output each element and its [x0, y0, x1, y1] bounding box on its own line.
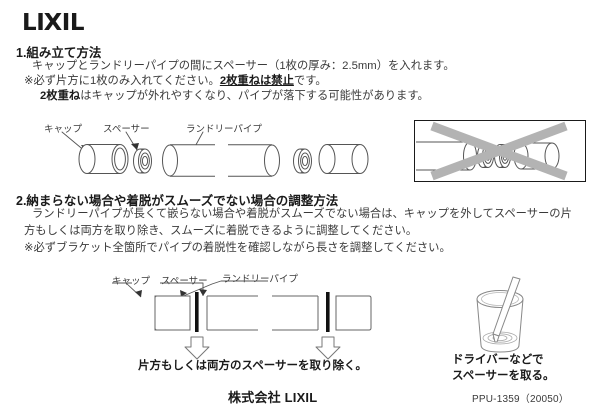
down-arrow-left-icon — [184, 336, 210, 360]
spacer-right-side-drawing — [326, 292, 330, 332]
section-1-heading: 1.組み立て方法 — [16, 46, 102, 60]
pipe-side-drawing — [206, 295, 319, 331]
lixil-logo-x: X — [43, 10, 63, 36]
cap-cup-drawing — [476, 290, 524, 353]
section-1-line-3-post: はキャップが外れやすくなり、パイプが落下する可能性があります。 — [80, 90, 429, 102]
section-1-line-2: ※必ず片方に1枚のみ入れてください。2枚重ねは禁止です。 — [24, 74, 327, 88]
section-1-line-3: 2枚重ねはキャップが外れやすくなり、パイプが落下する可能性があります。 — [40, 89, 429, 103]
leader-arrowheads-top — [81, 143, 198, 152]
footer-company-name: 株式会社 LIXIL — [228, 390, 318, 405]
cap-right-side-drawing — [335, 295, 372, 331]
section-1-prohibition-emphasis: 2枚重ねは禁止 — [219, 75, 294, 87]
label-spacer-top: スペーサー — [103, 124, 150, 135]
spacer-inside-cap-drawing — [482, 331, 518, 345]
spacer-right-drawing — [293, 148, 312, 174]
laundry-pipe-drawing — [162, 144, 280, 177]
lixil-logo: LIXIL — [22, 10, 85, 36]
leader-pipe-top — [191, 131, 204, 153]
footer-document-code: PPU-1359（20050） — [472, 394, 569, 405]
spacer-left-side-drawing — [195, 292, 199, 332]
spacer-left-drawing — [133, 148, 152, 174]
label-spacer-bottom: スペーサー — [161, 276, 208, 287]
remove-spacer-caption: 片方もしくは両方のスペーサーを取り除く。 — [138, 360, 367, 372]
screwdriver-caption-line-1: ドライバーなどで — [452, 354, 544, 366]
screwdriver-caption-line-2: スペーサーを取る。 — [452, 369, 555, 382]
section-2-heading: 2.納まらない場合や着脱がスムーズでない場合の調整方法 — [16, 194, 339, 208]
down-arrow-right-icon — [315, 336, 341, 360]
section-1-line-1-text: キャップとランドリーパイプの間にスペーサー（1枚の厚み：2.5mm）を入れます。 — [32, 60, 455, 72]
lixil-logo-right: IL — [61, 10, 85, 36]
leader-arrowheads-bottom — [135, 289, 207, 297]
screwdriver-caption: ドライバーなどで スペーサーを取る。 — [452, 353, 572, 384]
section-1-line-2-pre: ※必ず片方に1枚のみ入れてください。 — [24, 75, 220, 87]
label-pipe-bottom: ランドリーパイプ — [222, 274, 298, 285]
cap-right-drawing — [318, 143, 369, 175]
lixil-logo-left: LI — [22, 10, 45, 36]
label-pipe-top: ランドリーパイプ — [186, 124, 262, 135]
leader-cap-top — [61, 131, 87, 153]
section-2-line-2: 方もしくは両方を取り除き、スムーズに着脱できるように調整してください。 — [24, 225, 418, 237]
screwdriver-icon — [492, 276, 521, 343]
label-cap-bottom: キャップ — [112, 276, 151, 287]
section-1-line-1: キャップとランドリーパイプの間にスペーサー（1枚の厚み：2.5mm）を入れます。 — [32, 59, 455, 73]
section-2-line-1: ランドリーパイプが長くて嵌らない場合や着脱がスムーズでない場合は、キャップを外し… — [32, 208, 572, 220]
cap-left-side-drawing — [154, 295, 191, 331]
section-2-line-3: ※必ずブラケット全箇所でパイプの着脱性を確認しながら長さを調整してください。 — [24, 242, 451, 254]
prohibited-example-box — [414, 120, 586, 182]
label-cap-top: キャップ — [44, 124, 83, 135]
section-1-double-stack-emphasis: 2枚重ね — [40, 90, 81, 102]
cap-left-drawing — [78, 143, 129, 175]
section-1-line-2-post: です。 — [293, 75, 327, 87]
